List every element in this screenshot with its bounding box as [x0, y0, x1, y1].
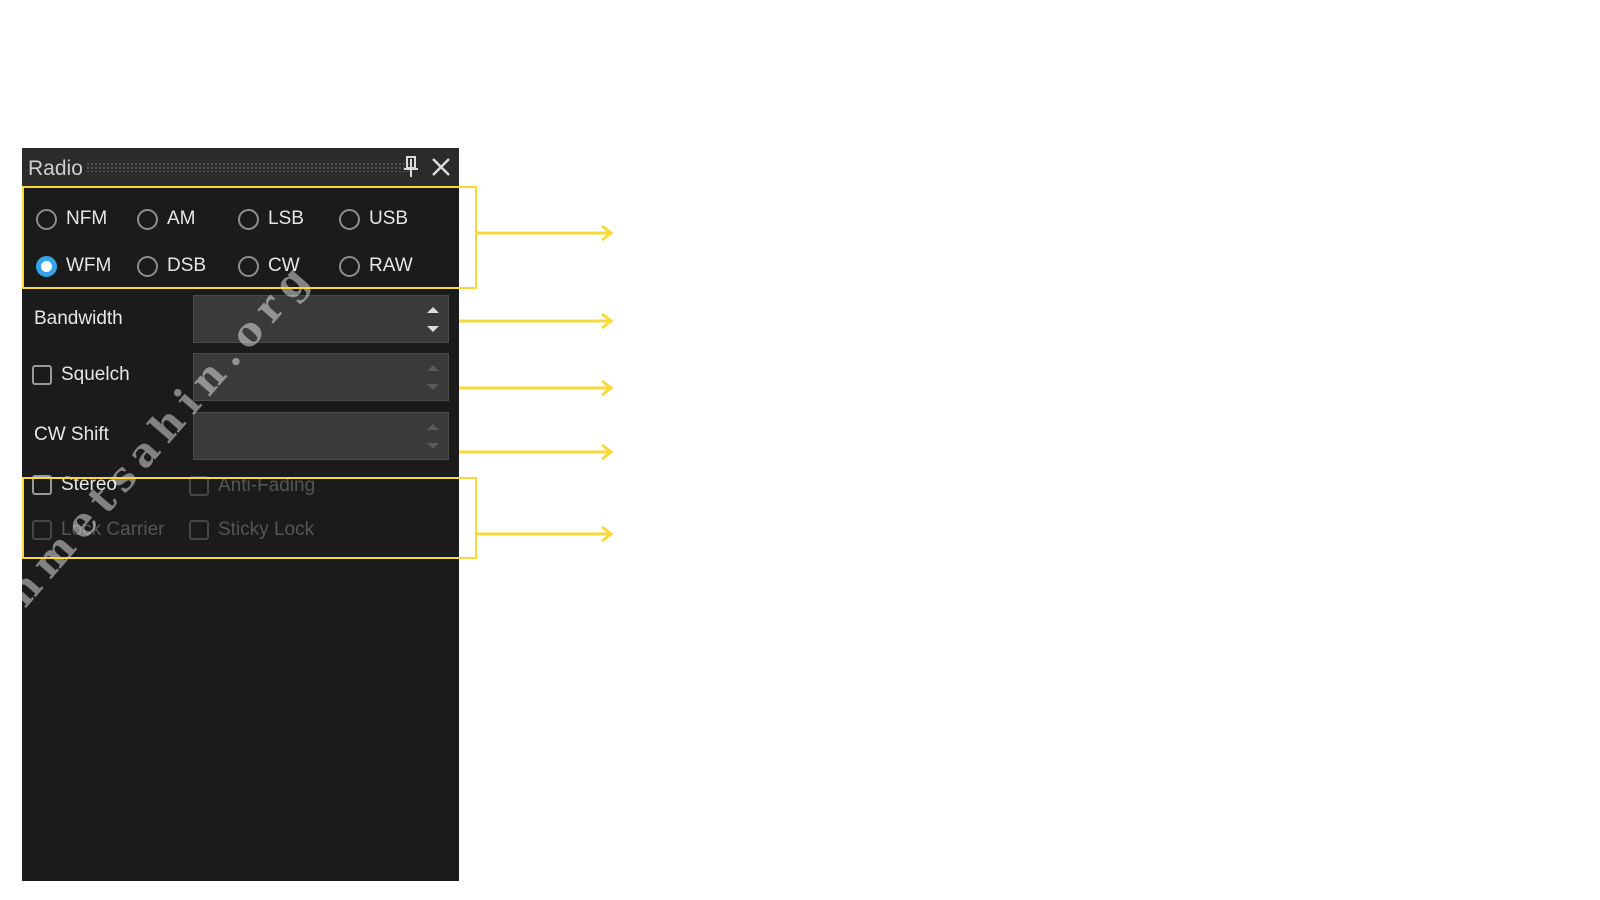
- squelch-label: Squelch: [61, 364, 130, 385]
- checkbox-box: [32, 365, 52, 385]
- mode-group-highlight: [22, 186, 477, 289]
- options-group-highlight: [22, 477, 477, 559]
- bandwidth-label: Bandwidth: [34, 308, 123, 329]
- arrow-right-icon: [477, 224, 614, 242]
- radio-panel: Radio NFM AM LSB USB WFM DSB: [0, 148, 459, 881]
- radio-dsb[interactable]: DSB: [137, 251, 206, 281]
- cw-shift-label: CW Shift: [34, 424, 109, 445]
- radio-circle: [36, 208, 57, 230]
- panel-title: Radio: [28, 157, 83, 180]
- radio-lsb[interactable]: LSB: [238, 204, 304, 234]
- radio-circle: [339, 255, 360, 277]
- spin-down-icon[interactable]: [427, 443, 439, 449]
- spin-down-icon[interactable]: [427, 326, 439, 332]
- radio-circle: [238, 208, 259, 230]
- checkbox-box: [32, 475, 52, 495]
- spin-up-icon[interactable]: [427, 307, 439, 313]
- radio-label: WFM: [66, 255, 112, 276]
- arrow-right-icon: [459, 379, 614, 397]
- radio-cw[interactable]: CW: [238, 251, 300, 281]
- arrow-right-icon: [459, 443, 614, 461]
- stereo-checkbox[interactable]: Stereo: [32, 472, 117, 498]
- panel-titlebar[interactable]: Radio: [22, 148, 459, 186]
- checkbox-box: [189, 520, 209, 540]
- radio-circle: [238, 255, 259, 277]
- close-icon[interactable]: [428, 154, 454, 180]
- lock-carrier-label: Lock Carrier: [61, 519, 165, 540]
- squelch-checkbox[interactable]: Squelch: [32, 362, 130, 388]
- radio-label: USB: [369, 208, 409, 229]
- radio-circle: [137, 208, 158, 230]
- pin-icon[interactable]: [400, 154, 422, 180]
- lock-carrier-checkbox[interactable]: Lock Carrier: [32, 517, 164, 543]
- radio-usb[interactable]: USB: [339, 204, 408, 234]
- radio-label: NFM: [66, 208, 108, 229]
- radio-raw[interactable]: RAW: [339, 251, 413, 281]
- spin-up-icon[interactable]: [427, 365, 439, 371]
- bandwidth-spinbox[interactable]: [193, 295, 449, 343]
- sticky-lock-checkbox[interactable]: Sticky Lock: [189, 517, 314, 543]
- radio-circle: [137, 255, 158, 277]
- squelch-spinbox[interactable]: [193, 353, 449, 401]
- radio-wfm[interactable]: WFM: [36, 251, 111, 281]
- spin-down-icon[interactable]: [427, 384, 439, 390]
- radio-nfm[interactable]: NFM: [36, 204, 107, 234]
- drag-grip[interactable]: [86, 162, 412, 172]
- arrow-right-icon: [459, 312, 614, 330]
- cw-shift-spinbox[interactable]: [193, 412, 449, 460]
- arrow-right-icon: [477, 525, 614, 543]
- radio-am[interactable]: AM: [137, 204, 196, 234]
- radio-label: AM: [167, 208, 196, 229]
- sticky-lock-label: Sticky Lock: [218, 519, 315, 540]
- anti-fading-label: Anti-Fading: [218, 475, 316, 496]
- radio-label: RAW: [369, 255, 413, 276]
- stereo-label: Stereo: [61, 474, 117, 495]
- radio-label: DSB: [167, 255, 207, 276]
- radio-label: LSB: [268, 208, 304, 229]
- checkbox-box: [32, 520, 52, 540]
- spin-up-icon[interactable]: [427, 424, 439, 430]
- radio-circle: [36, 255, 57, 277]
- radio-label: CW: [268, 255, 300, 276]
- radio-circle: [339, 208, 360, 230]
